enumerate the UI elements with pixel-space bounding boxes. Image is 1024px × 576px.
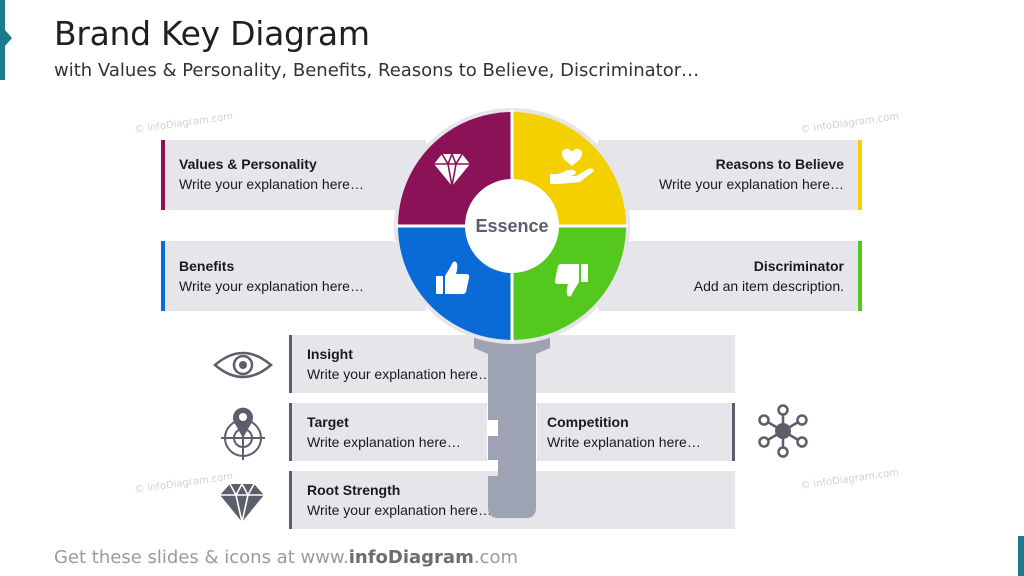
thumbs-up-icon: [436, 261, 470, 294]
values-heading: Values & Personality: [179, 156, 317, 172]
network-icon: [758, 404, 808, 458]
diamond-icon: [220, 482, 264, 523]
eye-icon: [213, 351, 273, 379]
thumbs-down-icon: [554, 264, 588, 297]
benefits-box: Benefits Write your explanation here…: [161, 241, 426, 311]
hand-heart-icon: [550, 148, 594, 184]
insight-text: Write your explanation here…: [307, 366, 492, 382]
competition-heading: Competition: [547, 414, 629, 430]
footer-brand: infoDiagram: [348, 547, 474, 568]
page-subtitle: with Values & Personality, Benefits, Rea…: [54, 60, 700, 81]
insight-heading: Insight: [307, 346, 353, 362]
competition-text: Write explanation here…: [547, 434, 701, 450]
discriminator-box: Discriminator Add an item description.: [598, 241, 862, 311]
competition-box: Competition Write explanation here…: [537, 403, 735, 461]
values-text: Write your explanation here…: [179, 176, 364, 192]
right-accent-bar: [1018, 536, 1024, 576]
target-heading: Target: [307, 414, 349, 430]
left-accent-arrow: [5, 30, 12, 46]
watermark: © infoDiagram.com: [799, 111, 900, 136]
values-personality-box: Values & Personality Write your explanat…: [161, 140, 426, 210]
discriminator-text: Add an item description.: [693, 278, 844, 294]
benefits-heading: Benefits: [179, 258, 235, 274]
target-box: Target Write explanation here…: [289, 403, 487, 461]
discriminator-heading: Discriminator: [753, 258, 844, 274]
page-title: Brand Key Diagram: [54, 14, 370, 53]
reasons-heading: Reasons to Believe: [715, 156, 844, 172]
footer-credit: Get these slides & icons at www.infoDiag…: [54, 547, 518, 568]
essence-label: Essence: [475, 216, 548, 236]
reasons-to-believe-box: Reasons to Believe Write your explanatio…: [598, 140, 862, 210]
key-shaft: [474, 330, 550, 518]
root-heading: Root Strength: [307, 482, 401, 498]
target-location-icon: [221, 407, 265, 460]
watermark: © infoDiagram.com: [799, 467, 900, 492]
root-text: Write your explanation here…: [307, 502, 492, 518]
target-text: Write explanation here…: [307, 434, 461, 450]
footer-prefix: Get these slides & icons at www.: [54, 547, 349, 568]
watermark: © infoDiagram.com: [133, 111, 234, 136]
brand-key-graphic: Essence: [394, 108, 630, 518]
benefits-text: Write your explanation here…: [179, 278, 364, 294]
left-accent-bar: [0, 0, 5, 80]
footer-suffix: .com: [473, 547, 518, 568]
diamond-icon: [434, 151, 470, 187]
reasons-text: Write your explanation here…: [659, 176, 844, 192]
